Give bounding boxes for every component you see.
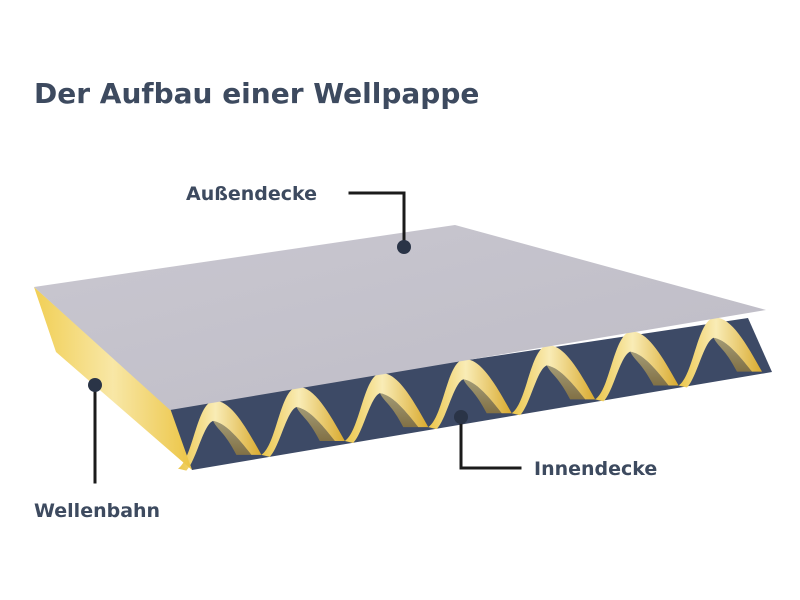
- flute-wave-shadow: [213, 420, 252, 455]
- callout-outer-liner: Außendecke: [186, 183, 411, 254]
- flute-marker-dot: [88, 378, 102, 392]
- corrugated-board-illustration: [34, 225, 772, 471]
- inner-liner-label: Innendecke: [534, 458, 657, 480]
- outer-liner-marker-dot: [397, 240, 411, 254]
- callout-flute: Wellenbahn: [34, 378, 160, 522]
- outer-liner-label: Außendecke: [186, 183, 317, 205]
- flute-wave-shadow: [713, 337, 752, 372]
- flute-wave-shadow: [463, 379, 502, 414]
- flute-wave: [428, 359, 512, 430]
- outer-liner-sheet: [34, 225, 766, 410]
- flute-wave-shadow: [546, 365, 586, 400]
- diagram-title: Der Aufbau einer Wellpappe: [34, 77, 479, 110]
- flute-wave-shadow: [296, 406, 335, 441]
- outer-liner-leader-line: [348, 191, 406, 248]
- flute-wave-shadow: [630, 351, 669, 386]
- flute-wave: [261, 386, 345, 457]
- flute-wave: [595, 331, 679, 402]
- inner-liner-leader-line: [459, 416, 522, 470]
- flute-label: Wellenbahn: [34, 500, 160, 522]
- flute-left-edge: [34, 287, 192, 470]
- inner-liner-marker-dot: [454, 410, 468, 424]
- flute-waves: [178, 317, 762, 471]
- flute-wave: [678, 317, 762, 388]
- flute-wave-shadow: [379, 393, 419, 428]
- flute-wave: [511, 345, 596, 416]
- callout-inner-liner: Innendecke: [454, 410, 657, 480]
- flute-wave: [344, 373, 429, 443]
